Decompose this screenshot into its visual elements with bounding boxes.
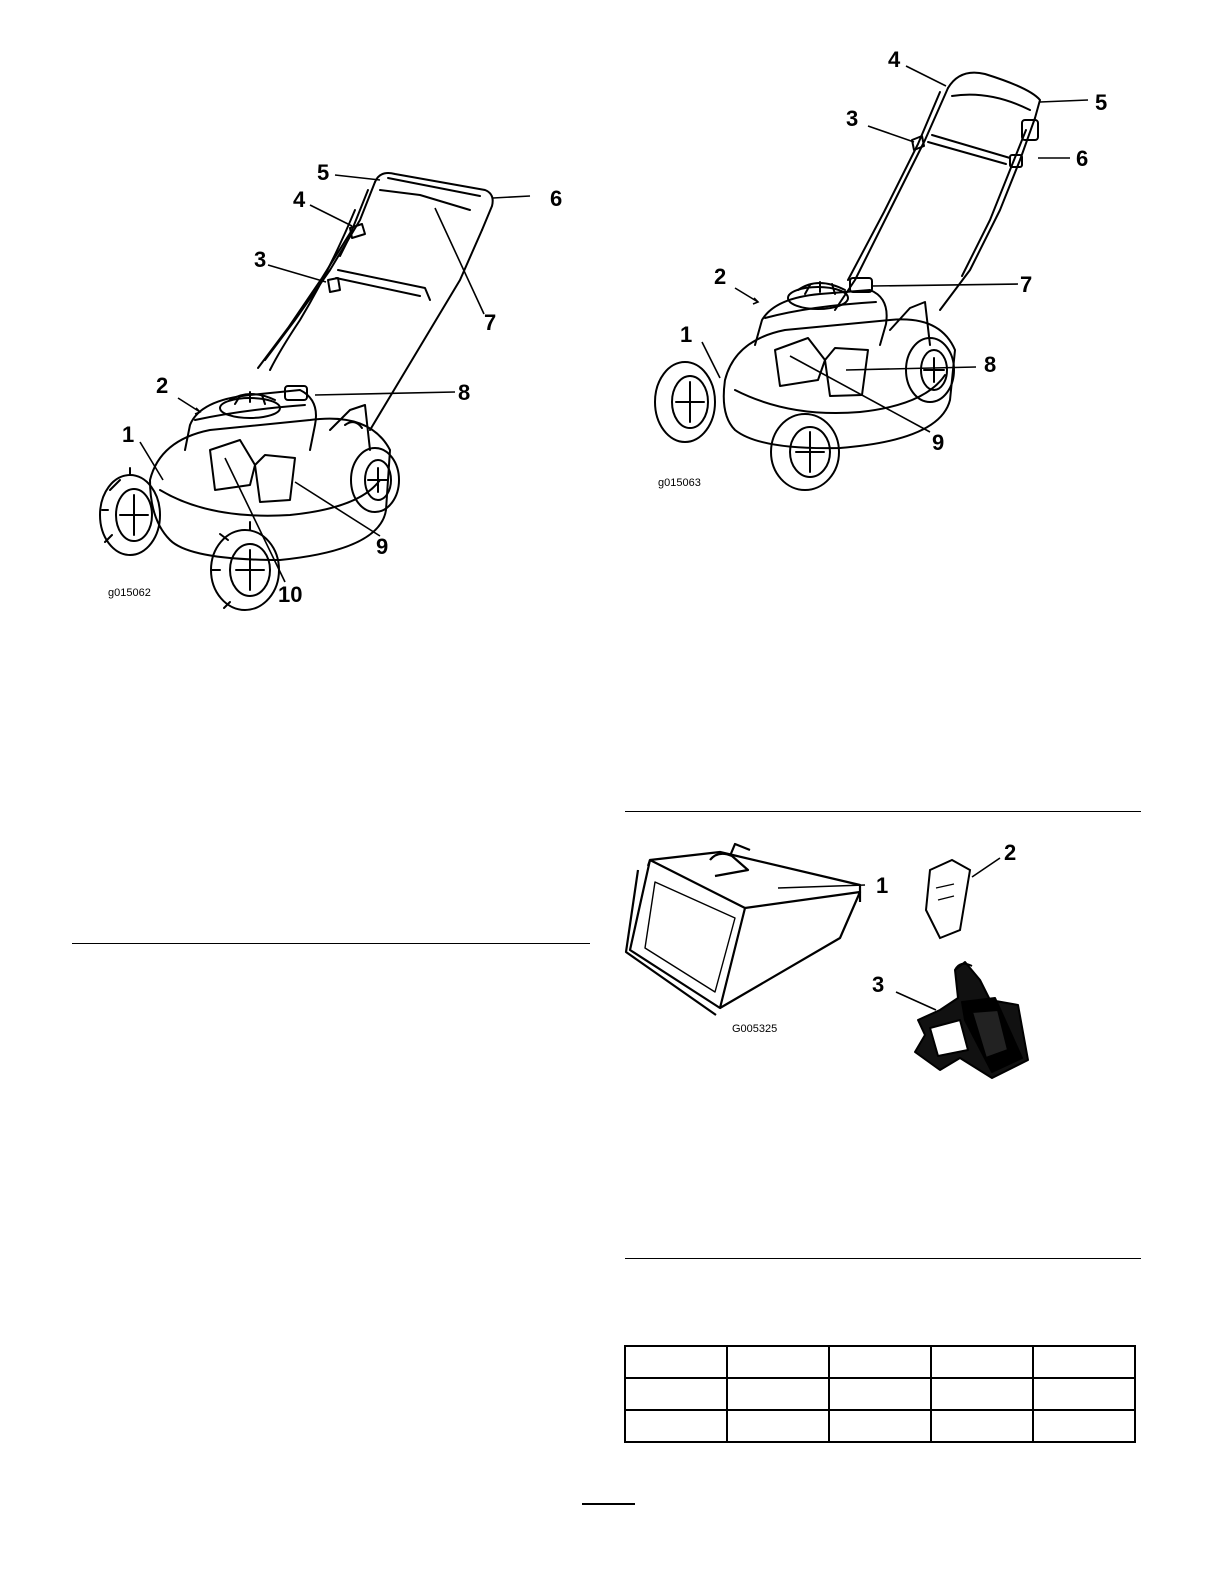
callout-10: 10 bbox=[278, 582, 302, 607]
mower-right-illustration: 1 2 3 4 5 6 7 8 9 g015063 bbox=[654, 47, 1107, 491]
table-cell bbox=[828, 1409, 932, 1443]
accessories-illustration: 1 2 3 G005325 bbox=[624, 840, 1029, 1079]
spec-table bbox=[624, 1345, 1136, 1443]
callout-3: 3 bbox=[846, 106, 858, 131]
table-cell bbox=[624, 1345, 728, 1379]
figure-code: g015062 bbox=[108, 587, 151, 599]
table-cell bbox=[726, 1409, 830, 1443]
section-rule-left bbox=[72, 943, 590, 944]
callout-9: 9 bbox=[376, 534, 388, 559]
callout-3: 3 bbox=[254, 247, 266, 272]
figure-code: G005325 bbox=[732, 1023, 777, 1035]
table-row bbox=[624, 1345, 1136, 1379]
callout-1: 1 bbox=[680, 322, 692, 347]
table-cell bbox=[624, 1409, 728, 1443]
callout-2: 2 bbox=[1004, 840, 1016, 865]
callout-6: 6 bbox=[1076, 146, 1088, 171]
callout-1: 1 bbox=[876, 873, 888, 898]
table-row bbox=[624, 1377, 1136, 1411]
table-cell bbox=[930, 1377, 1034, 1411]
callout-5: 5 bbox=[317, 160, 329, 185]
table-cell bbox=[1032, 1409, 1136, 1443]
callout-2: 2 bbox=[156, 373, 168, 398]
mower-left-illustration: 1 2 3 4 5 6 7 8 9 10 g015062 bbox=[99, 160, 562, 611]
section-rule-right-top bbox=[625, 811, 1141, 812]
figure-mower-left: 1 2 3 4 5 6 7 8 9 10 g015062 bbox=[90, 150, 590, 620]
callout-6: 6 bbox=[550, 186, 562, 211]
table-cell bbox=[828, 1345, 932, 1379]
callout-2: 2 bbox=[714, 264, 726, 289]
callout-9: 9 bbox=[932, 430, 944, 455]
callout-5: 5 bbox=[1095, 90, 1107, 115]
table-cell bbox=[930, 1345, 1034, 1379]
callout-7: 7 bbox=[1020, 272, 1032, 297]
callout-7: 7 bbox=[484, 310, 496, 335]
section-rule-right-bottom bbox=[625, 1258, 1141, 1259]
callout-8: 8 bbox=[458, 380, 470, 405]
table-cell bbox=[828, 1377, 932, 1411]
table-cell bbox=[1032, 1377, 1136, 1411]
callout-4: 4 bbox=[293, 187, 306, 212]
table-cell bbox=[930, 1409, 1034, 1443]
table-cell bbox=[726, 1377, 830, 1411]
callout-8: 8 bbox=[984, 352, 996, 377]
figure-accessories: 1 2 3 G005325 bbox=[620, 830, 1080, 1100]
table-cell bbox=[624, 1377, 728, 1411]
page-number-rule bbox=[582, 1503, 635, 1505]
figure-mower-right: 1 2 3 4 5 6 7 8 9 g015063 bbox=[640, 40, 1120, 500]
table-row bbox=[624, 1409, 1136, 1443]
callout-4: 4 bbox=[888, 47, 901, 72]
table-cell bbox=[1032, 1345, 1136, 1379]
figure-code: g015063 bbox=[658, 477, 701, 489]
callout-3: 3 bbox=[872, 972, 884, 997]
callout-1: 1 bbox=[122, 422, 134, 447]
table-cell bbox=[726, 1345, 830, 1379]
